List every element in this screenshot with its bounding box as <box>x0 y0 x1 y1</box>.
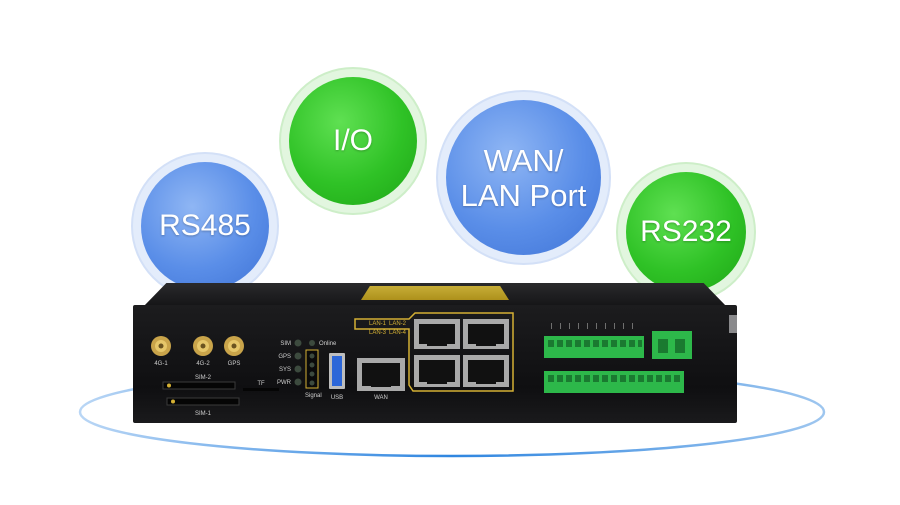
lan3-label: LAN-3 <box>369 330 387 336</box>
led-label-gps: GPS <box>278 354 291 360</box>
antenna-connector-gps <box>224 336 244 356</box>
antenna-connector-4g1 <box>151 336 171 356</box>
sim2-slot[interactable] <box>162 381 236 390</box>
lan4-label: LAN-4 <box>389 330 407 336</box>
rs232-bubble: RS232 <box>626 172 746 292</box>
lan2-port[interactable] <box>463 319 509 349</box>
rs485-bubble: RS485 <box>141 162 269 290</box>
led-label-sys: SYS <box>279 367 291 373</box>
terminal-tick-marks <box>551 323 633 329</box>
sim1-label: SIM-1 <box>195 411 212 417</box>
rs232-label: RS232 <box>640 215 732 248</box>
online-led-icon <box>309 340 315 346</box>
wan-lan-port-bubble: WAN/ LAN Port <box>446 100 601 255</box>
lan-block-outline <box>354 312 514 392</box>
lan1-label: LAN-1 <box>369 321 387 327</box>
mounting-screw-icon <box>729 315 737 333</box>
industrial-router-device: 4G-1 4G-2 GPS SIM-2 SIM-1 TF SIM GPS SYS… <box>133 283 737 423</box>
lan3-port[interactable] <box>414 355 460 387</box>
tf-card-slot[interactable] <box>243 388 279 391</box>
sim-led-icon <box>294 339 302 347</box>
antenna-label-4g2: 4G-2 <box>196 361 210 367</box>
io-label: I/O <box>332 124 373 157</box>
lan-port-label: LAN Port <box>460 177 587 213</box>
sys-led-icon <box>294 365 302 373</box>
lan4-port[interactable] <box>463 355 509 387</box>
antenna-connector-4g2 <box>193 336 213 356</box>
led-label-sim: SIM <box>280 341 291 347</box>
power-terminal-block[interactable] <box>652 331 692 359</box>
signal-label: Signal <box>305 393 322 399</box>
lan2-label: LAN-2 <box>389 321 407 327</box>
rs485-label: RS485 <box>159 209 251 242</box>
pwr-led-icon <box>294 378 302 386</box>
wan-label: WAN/ <box>483 142 564 178</box>
online-label: Online <box>319 341 337 347</box>
tf-label: TF <box>257 381 265 387</box>
device-top-label-strip <box>361 286 509 300</box>
io-bubble: I/O <box>289 77 417 205</box>
antenna-label-gps: GPS <box>228 361 241 367</box>
led-label-pwr: PWR <box>277 380 292 386</box>
front-panel-details: 4G-1 4G-2 GPS SIM-2 SIM-1 TF SIM GPS SYS… <box>151 312 737 417</box>
antenna-label-4g1: 4G-1 <box>154 361 168 367</box>
gps-led-icon <box>294 352 302 360</box>
sim2-label: SIM-2 <box>195 375 212 381</box>
io-terminal-block-bottom[interactable] <box>544 371 684 393</box>
wan-port-label: WAN <box>374 395 388 401</box>
io-terminal-block-top[interactable] <box>544 336 644 358</box>
usb-label: USB <box>331 395 343 401</box>
lan1-port[interactable] <box>414 319 460 349</box>
sim1-slot[interactable] <box>166 397 240 406</box>
signal-led-bar <box>305 349 319 389</box>
